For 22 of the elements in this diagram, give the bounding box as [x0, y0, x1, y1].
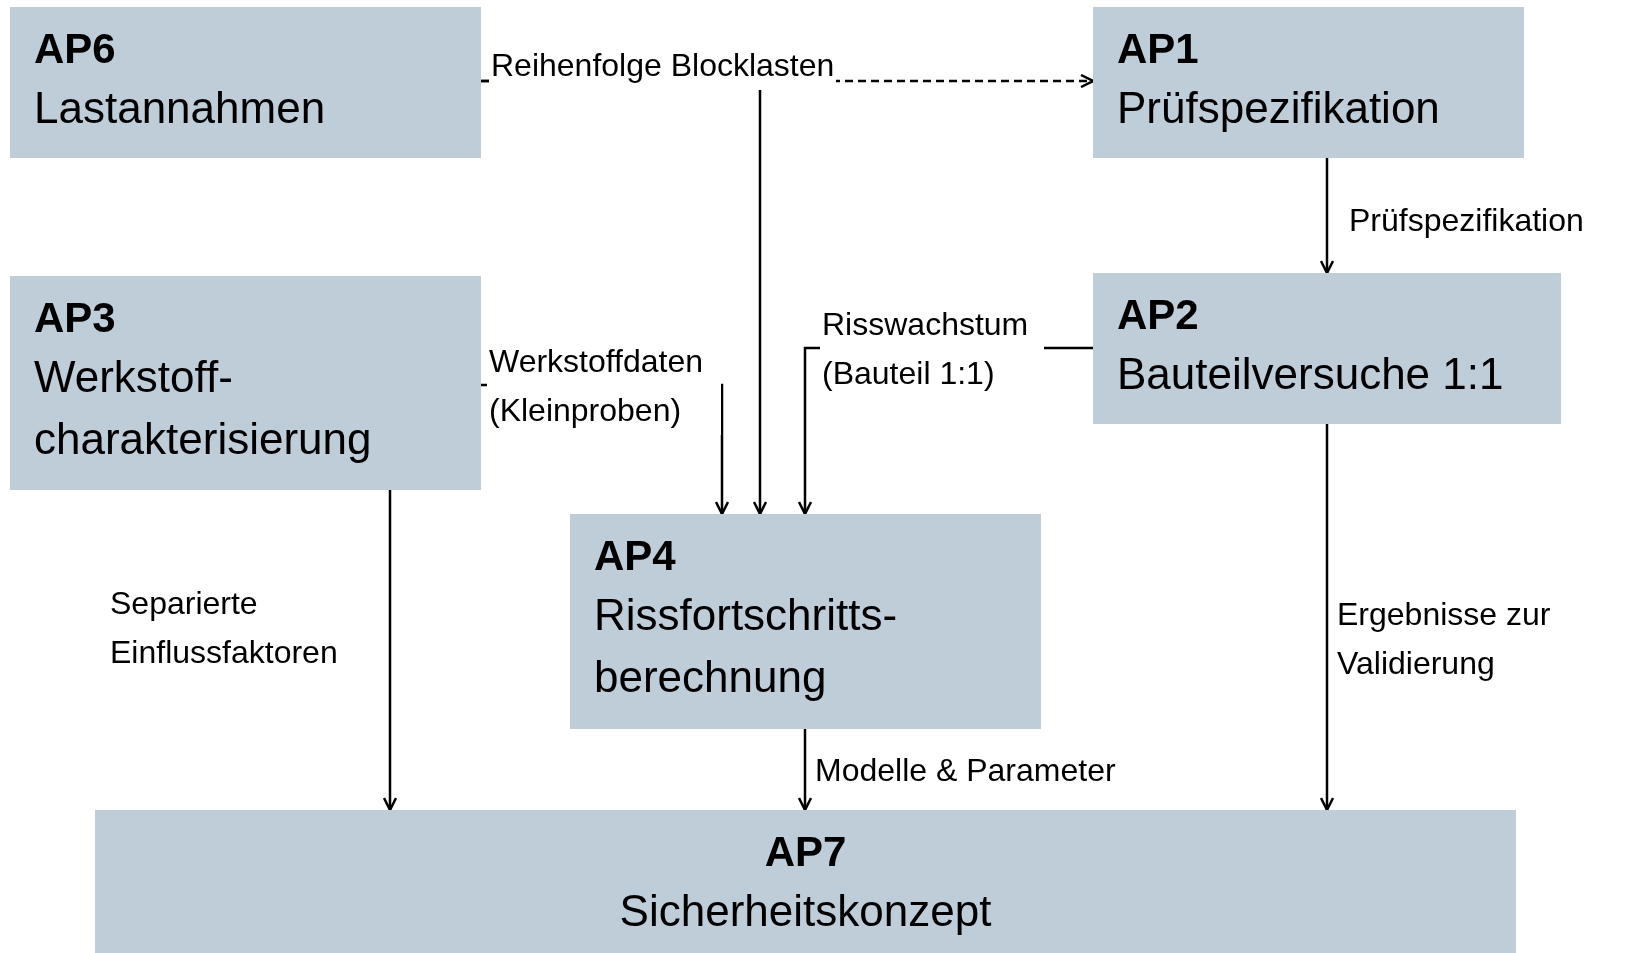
arrow [1319, 158, 1335, 275]
box-title: Prüfspezifikation [1117, 82, 1441, 134]
process-box [1093, 273, 1561, 424]
box-title: Bauteilversuche 1:1 [1117, 348, 1505, 400]
box-heading: AP1 [1117, 24, 1200, 74]
process-box [10, 7, 481, 158]
process-box [95, 810, 1516, 953]
box-heading: AP2 [1117, 290, 1200, 340]
arrow [797, 729, 813, 812]
process-box [10, 276, 481, 490]
arrow [382, 490, 398, 812]
process-box [1093, 7, 1524, 158]
box-heading: AP3 [34, 293, 117, 343]
box-title: Rissfortschritts- berechnung [594, 589, 899, 703]
box-title: Werkstoff- charakterisierung [34, 351, 373, 465]
box-heading: AP7 [763, 827, 848, 877]
process-box [570, 514, 1041, 729]
box-title: Sicherheitskonzept [618, 885, 993, 937]
box-heading: AP6 [34, 24, 117, 74]
box-heading: AP4 [594, 531, 677, 581]
arrow [1319, 424, 1335, 812]
box-title: Lastannahmen [34, 82, 327, 134]
